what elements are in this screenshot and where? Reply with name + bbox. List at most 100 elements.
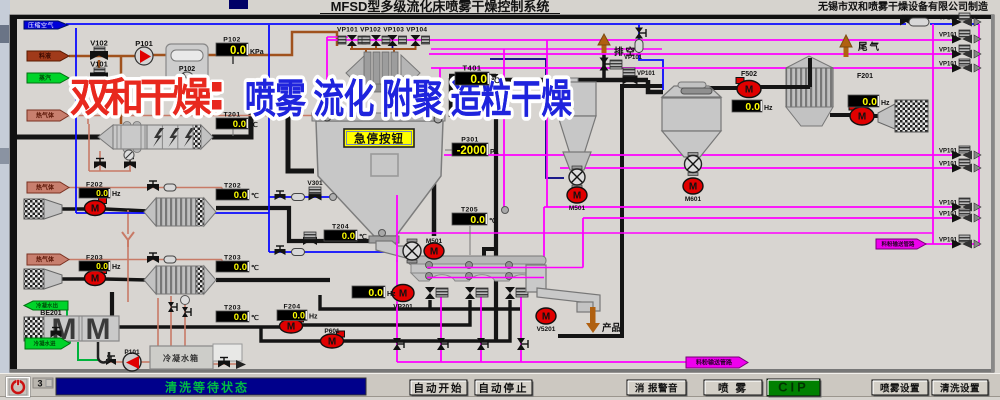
svg-text:Pa: Pa <box>490 149 499 156</box>
svg-text:0.0: 0.0 <box>230 45 246 57</box>
svg-text:M601: M601 <box>685 196 702 203</box>
svg-text:F502: F502 <box>741 71 757 78</box>
svg-text:自动停止: 自动停止 <box>479 382 529 395</box>
svg-text:T203: T203 <box>224 255 241 262</box>
svg-text:料粉输送管路: 料粉输送管路 <box>881 240 915 248</box>
svg-text:BE201: BE201 <box>40 310 62 317</box>
svg-text:自动开始: 自动开始 <box>414 382 464 395</box>
svg-text:T201: T201 <box>223 112 240 119</box>
svg-text:M501: M501 <box>569 205 586 212</box>
svg-text:VP201: VP201 <box>393 304 413 311</box>
svg-text:Hz: Hz <box>309 314 318 321</box>
svg-text:M: M <box>328 337 336 348</box>
svg-text:F204: F204 <box>283 304 300 311</box>
svg-text:料粉输送管路: 料粉输送管路 <box>696 359 733 367</box>
svg-text:热气体: 热气体 <box>36 256 55 264</box>
svg-text:VP101: VP101 <box>939 62 958 68</box>
svg-text:无锡市双和喷雾干燥设备有限公司制造: 无锡市双和喷雾干燥设备有限公司制造 <box>817 0 989 13</box>
svg-text:VP101: VP101 <box>624 55 643 61</box>
svg-text:0.0: 0.0 <box>234 190 247 201</box>
svg-text:热气体: 热气体 <box>36 112 55 120</box>
svg-text:0.0: 0.0 <box>470 214 485 226</box>
svg-text:0.0: 0.0 <box>368 287 383 299</box>
svg-text:热气体: 热气体 <box>36 184 55 192</box>
svg-text:KPa: KPa <box>250 49 264 56</box>
svg-text:VP101 VP102 VP103 VP104: VP101 VP102 VP103 VP104 <box>337 27 427 34</box>
svg-text:料液: 料液 <box>39 52 52 60</box>
svg-text:0.0: 0.0 <box>96 188 108 198</box>
svg-text:T204: T204 <box>332 224 349 231</box>
svg-text:M: M <box>542 312 550 323</box>
svg-text:M: M <box>287 322 295 333</box>
svg-text:清洗等待状态: 清洗等待状态 <box>165 380 249 395</box>
svg-text:T202: T202 <box>224 183 241 190</box>
svg-text:MFSD型多级流化床喷雾干燥控制系统: MFSD型多级流化床喷雾干燥控制系统 <box>331 0 550 14</box>
svg-text:0.0: 0.0 <box>862 96 877 108</box>
svg-text:VP101: VP101 <box>939 48 958 54</box>
svg-text:0.0: 0.0 <box>292 311 305 321</box>
svg-text:M: M <box>91 274 99 285</box>
svg-text:℃: ℃ <box>251 314 259 322</box>
svg-text:℃: ℃ <box>359 233 367 241</box>
svg-text:-2000: -2000 <box>457 145 486 157</box>
svg-text:P601: P601 <box>324 328 340 335</box>
svg-text:VP101: VP101 <box>939 212 958 218</box>
svg-text:喷雾 流化 附聚 造粒干燥: 喷雾 流化 附聚 造粒干燥 <box>245 77 572 122</box>
svg-text:F202: F202 <box>86 182 103 189</box>
svg-text:P301: P301 <box>461 137 478 144</box>
svg-text:0.0: 0.0 <box>342 231 355 242</box>
svg-text:急停按钮: 急停按钮 <box>354 132 404 146</box>
svg-text:F201: F201 <box>857 73 873 80</box>
svg-text:M501: M501 <box>426 238 443 245</box>
svg-text:消 报警音: 消 报警音 <box>635 383 678 395</box>
svg-text:P102: P102 <box>179 66 195 73</box>
svg-text:0.0: 0.0 <box>234 312 247 323</box>
svg-text:V5201: V5201 <box>537 326 556 333</box>
svg-text:尾气: 尾气 <box>857 41 881 53</box>
svg-text:喷雾 流化 附聚 造粒干燥: 喷雾 流化 附聚 造粒干燥 <box>245 77 572 122</box>
svg-text:清洗设置: 清洗设置 <box>940 383 980 395</box>
svg-text:T401: T401 <box>462 64 481 73</box>
svg-text:蒸汽: 蒸汽 <box>39 74 51 82</box>
svg-text:℃: ℃ <box>491 76 500 85</box>
svg-text:VP101: VP101 <box>939 16 958 22</box>
svg-text:Hz: Hz <box>881 100 890 107</box>
svg-text:CIP: CIP <box>778 380 809 395</box>
svg-text:冷凝水出: 冷凝水出 <box>36 302 59 310</box>
svg-text:VP101: VP101 <box>939 238 958 244</box>
svg-text:F203: F203 <box>86 255 103 262</box>
svg-text:V102: V102 <box>90 39 108 48</box>
svg-text:冷凝水箱: 冷凝水箱 <box>163 353 199 363</box>
svg-text:喷 雾: 喷 雾 <box>718 382 748 395</box>
svg-text:产品: 产品 <box>602 322 621 334</box>
svg-text:M: M <box>573 191 581 202</box>
svg-text:℃: ℃ <box>489 217 497 225</box>
svg-text:V301: V301 <box>307 180 323 187</box>
svg-text:0.0: 0.0 <box>233 119 246 130</box>
svg-text:Hz: Hz <box>112 191 121 198</box>
svg-text:P102: P102 <box>223 37 240 44</box>
svg-text:℃: ℃ <box>250 121 258 129</box>
svg-text:0.0: 0.0 <box>470 72 487 86</box>
svg-text:排空: 排空 <box>614 46 637 58</box>
svg-text:T205: T205 <box>461 207 478 214</box>
svg-text:℃: ℃ <box>251 264 259 272</box>
svg-text:0.0: 0.0 <box>745 101 760 113</box>
svg-text:VP101: VP101 <box>939 162 958 168</box>
svg-text:M: M <box>86 313 111 346</box>
svg-text:冷凝水进: 冷凝水进 <box>33 340 56 348</box>
svg-text:P101: P101 <box>135 39 153 48</box>
svg-text:0.0: 0.0 <box>96 261 108 271</box>
svg-text:VP101: VP101 <box>939 149 958 155</box>
svg-text:V101: V101 <box>90 60 108 69</box>
svg-text:喷雾设置: 喷雾设置 <box>880 383 920 395</box>
svg-text:Hz: Hz <box>112 264 121 271</box>
svg-text:Hz: Hz <box>387 291 396 298</box>
svg-text:Hz: Hz <box>764 105 773 112</box>
svg-text:压缩空气: 压缩空气 <box>28 22 54 30</box>
svg-text:VP101: VP101 <box>637 71 656 77</box>
svg-text:M: M <box>430 247 438 258</box>
svg-text:M: M <box>745 85 753 96</box>
svg-text:P101: P101 <box>124 349 140 356</box>
svg-text:M: M <box>858 112 866 123</box>
